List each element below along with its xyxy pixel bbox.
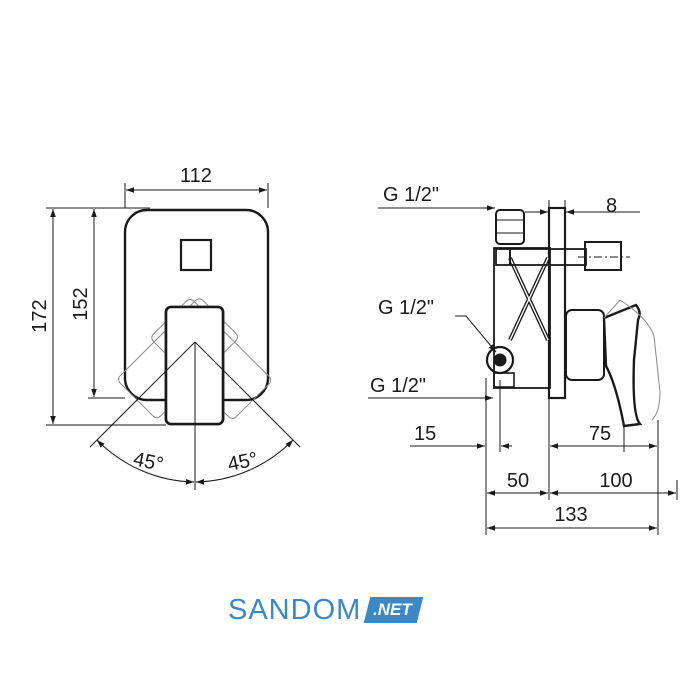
label-angle-left: 45° bbox=[131, 448, 165, 476]
label-dim-50: 50 bbox=[507, 470, 529, 492]
label-height-172: 172 bbox=[29, 299, 51, 332]
label-height-152: 152 bbox=[70, 287, 92, 320]
side-wall-plate bbox=[547, 206, 567, 400]
side-handle-base bbox=[565, 309, 605, 381]
brand-logo: SANDOM .NET bbox=[228, 592, 424, 628]
side-valve-body bbox=[493, 247, 551, 389]
label-dim-15: 15 bbox=[414, 423, 436, 445]
side-lever bbox=[602, 303, 643, 428]
label-width-112: 112 bbox=[180, 165, 212, 187]
label-dim-75: 75 bbox=[589, 423, 611, 445]
brand-tld: .NET bbox=[364, 597, 424, 623]
brand-name: SANDOM bbox=[228, 593, 362, 626]
front-view-labels: 112 172 152 45° 45° bbox=[29, 165, 260, 476]
side-view-labels: G 1/2" 8 G 1/2" G 1/2" 15 75 50 100 133 bbox=[370, 184, 633, 526]
side-view bbox=[368, 200, 678, 535]
brand-tld-text: .NET bbox=[373, 600, 413, 619]
angle-arc-left bbox=[96, 439, 195, 485]
label-thread-bottom: G 1/2" bbox=[370, 375, 426, 397]
top-cap bbox=[584, 241, 622, 271]
diverter-button bbox=[179, 238, 213, 272]
label-thread-top: G 1/2" bbox=[383, 184, 439, 206]
label-dim-133: 133 bbox=[554, 504, 587, 526]
label-dim-100: 100 bbox=[599, 470, 632, 492]
top-inlet-fitting bbox=[495, 209, 525, 245]
label-dim-8: 8 bbox=[606, 195, 617, 217]
label-angle-right: 45° bbox=[226, 448, 260, 476]
leader-middle bbox=[455, 315, 497, 353]
angle-arc-right bbox=[195, 439, 294, 485]
front-view bbox=[46, 183, 301, 490]
side-lever-ghost bbox=[603, 299, 661, 421]
label-thread-middle: G 1/2" bbox=[378, 297, 434, 319]
